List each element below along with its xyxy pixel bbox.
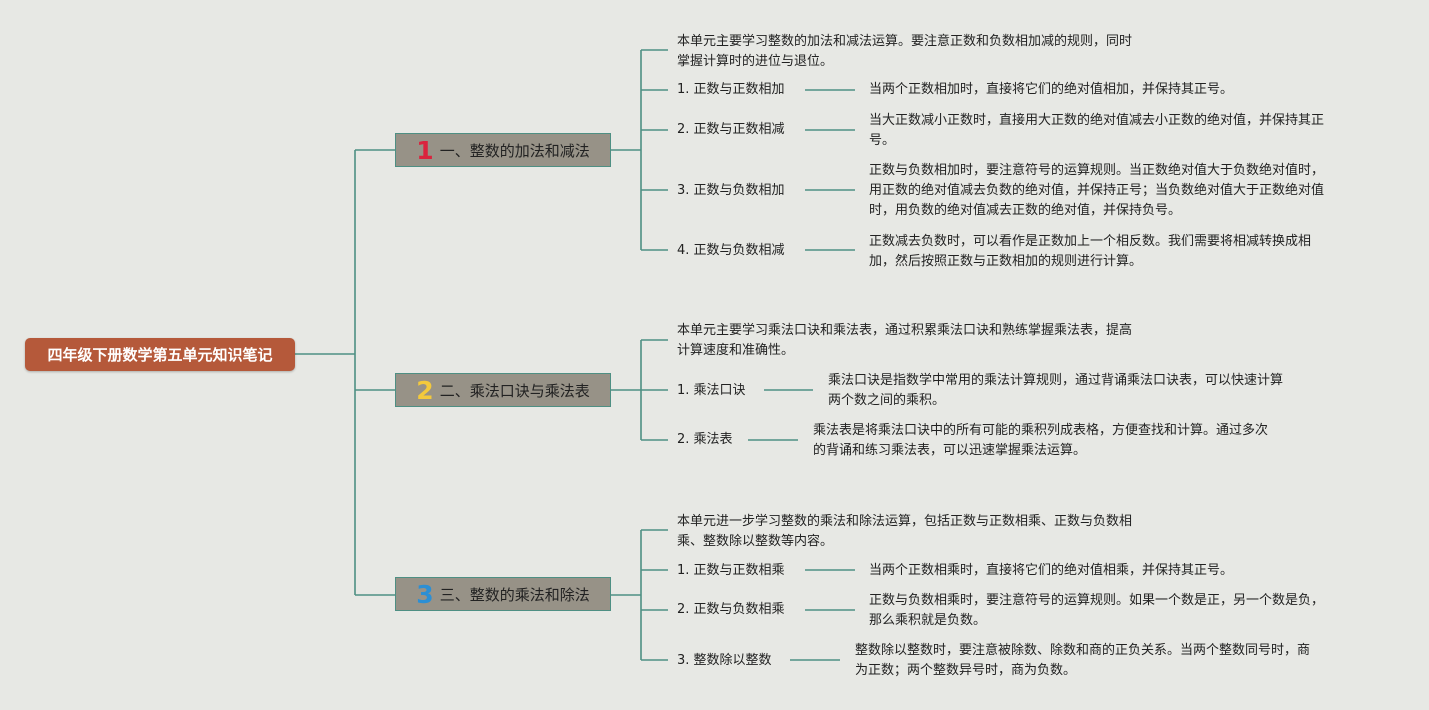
desc-line: 正数与负数相乘时，要注意符号的运算规则。如果一个数是正，另一个数是负， — [869, 593, 1325, 608]
section-1-item-3-desc: 正数与负数相加时，要注意符号的运算规则。当正数绝对值大于负数绝对值时， 用正数的… — [869, 161, 1324, 221]
desc-line: 整数除以整数时，要注意被除数、除数和商的正负关系。当两个整数同号时，商 — [855, 643, 1311, 658]
section-1-item-1-desc: 当两个正数相加时，直接将它们的绝对值相加，并保持其正号。 — [869, 80, 1233, 100]
section-number-1: 1 — [416, 135, 434, 165]
desc-line: 两个数之间的乘积。 — [828, 393, 946, 408]
section-title-3: 三、整数的乘法和除法 — [439, 585, 590, 604]
section-3-item-2-desc: 正数与负数相乘时，要注意符号的运算规则。如果一个数是正，另一个数是负， 那么乘积… — [869, 591, 1324, 631]
section-3-item-2-label[interactable]: 2. 正数与负数相乘 — [677, 602, 785, 617]
section-2-item-2-desc: 乘法表是将乘法口诀中的所有可能的乘积列成表格，方便查找和计算。通过多次 的背诵和… — [813, 421, 1268, 461]
section-3-item-3-label[interactable]: 3. 整数除以整数 — [677, 653, 772, 668]
section-number-2: 2 — [416, 375, 434, 405]
section-3-item-1-desc: 当两个正数相乘时，直接将它们的绝对值相乘，并保持其正号。 — [869, 561, 1233, 581]
desc-line: 时，用负数的绝对值减去正数的绝对值，并保持负号。 — [869, 203, 1182, 218]
desc-line: 号。 — [869, 133, 896, 148]
intro-line: 本单元主要学习乘法口诀和乘法表，通过积累乘法口诀和熟练掌握乘法表，提高 — [677, 323, 1133, 338]
desc-line: 正数减去负数时，可以看作是正数加上一个相反数。我们需要将相减转换成相 — [869, 234, 1312, 249]
desc-line: 乘法表是将乘法口诀中的所有可能的乘积列成表格，方便查找和计算。通过多次 — [813, 423, 1269, 438]
section-2-item-1-desc: 乘法口诀是指数学中常用的乘法计算规则，通过背诵乘法口诀表，可以快速计算 两个数之… — [828, 371, 1283, 411]
root-title: 四年级下册数学第五单元知识笔记 — [47, 346, 273, 364]
section-2-item-2-label[interactable]: 2. 乘法表 — [677, 432, 733, 447]
intro-line: 本单元主要学习整数的加法和减法运算。要注意正数和负数相加减的规则，同时 — [677, 34, 1133, 49]
desc-line: 当两个正数相加时，直接将它们的绝对值相加，并保持其正号。 — [869, 82, 1234, 97]
section-title-2: 二、乘法口诀与乘法表 — [439, 381, 590, 400]
section-3-item-1-label[interactable]: 1. 正数与正数相乘 — [677, 563, 785, 578]
intro-line: 掌握计算时的进位与退位。 — [677, 54, 834, 69]
section-2-item-1-label[interactable]: 1. 乘法口诀 — [677, 383, 746, 398]
section-node-2[interactable]: 2 二、乘法口诀与乘法表 — [395, 373, 611, 407]
section-number-3: 3 — [416, 579, 434, 609]
section-3-item-3-desc: 整数除以整数时，要注意被除数、除数和商的正负关系。当两个整数同号时，商 为正数；… — [855, 641, 1310, 681]
intro-line: 乘、整数除以整数等内容。 — [677, 534, 834, 549]
intro-line: 计算速度和准确性。 — [677, 343, 795, 358]
desc-line: 那么乘积就是负数。 — [869, 613, 987, 628]
section-node-1[interactable]: 1 一、整数的加法和减法 — [395, 133, 611, 167]
desc-line: 正数与负数相加时，要注意符号的运算规则。当正数绝对值大于负数绝对值时， — [869, 163, 1325, 178]
section-title-1: 一、整数的加法和减法 — [439, 141, 590, 160]
section-1-item-2-desc: 当大正数减小正数时，直接用大正数的绝对值减去小正数的绝对值，并保持其正 号。 — [869, 111, 1324, 151]
desc-line: 的背诵和练习乘法表，可以迅速掌握乘法运算。 — [813, 443, 1087, 458]
desc-line: 当大正数减小正数时，直接用大正数的绝对值减去小正数的绝对值，并保持其正 — [869, 113, 1325, 128]
section-node-3[interactable]: 3 三、整数的乘法和除法 — [395, 577, 611, 611]
desc-line: 当两个正数相乘时，直接将它们的绝对值相乘，并保持其正号。 — [869, 563, 1234, 578]
desc-line: 乘法口诀是指数学中常用的乘法计算规则，通过背诵乘法口诀表，可以快速计算 — [828, 373, 1284, 388]
intro-line: 本单元进一步学习整数的乘法和除法运算，包括正数与正数相乘、正数与负数相 — [677, 514, 1133, 529]
desc-line: 用正数的绝对值减去负数的绝对值，并保持正号；当负数绝对值大于正数绝对值 — [869, 183, 1325, 198]
section-1-item-1-label[interactable]: 1. 正数与正数相加 — [677, 82, 785, 97]
desc-line: 为正数；两个整数异号时，商为负数。 — [855, 663, 1077, 678]
desc-line: 加，然后按照正数与正数相加的规则进行计算。 — [869, 254, 1143, 269]
section-1-item-4-desc: 正数减去负数时，可以看作是正数加上一个相反数。我们需要将相减转换成相 加，然后按… — [869, 232, 1311, 272]
section-1-intro: 本单元主要学习整数的加法和减法运算。要注意正数和负数相加减的规则，同时 掌握计算… — [677, 32, 1132, 72]
root-node[interactable]: 四年级下册数学第五单元知识笔记 — [25, 338, 295, 371]
section-2-intro: 本单元主要学习乘法口诀和乘法表，通过积累乘法口诀和熟练掌握乘法表，提高 计算速度… — [677, 321, 1132, 361]
section-1-item-2-label[interactable]: 2. 正数与正数相减 — [677, 122, 785, 137]
section-1-item-4-label[interactable]: 4. 正数与负数相减 — [677, 243, 785, 258]
section-3-intro: 本单元进一步学习整数的乘法和除法运算，包括正数与正数相乘、正数与负数相 乘、整数… — [677, 512, 1132, 552]
section-1-item-3-label[interactable]: 3. 正数与负数相加 — [677, 183, 785, 198]
